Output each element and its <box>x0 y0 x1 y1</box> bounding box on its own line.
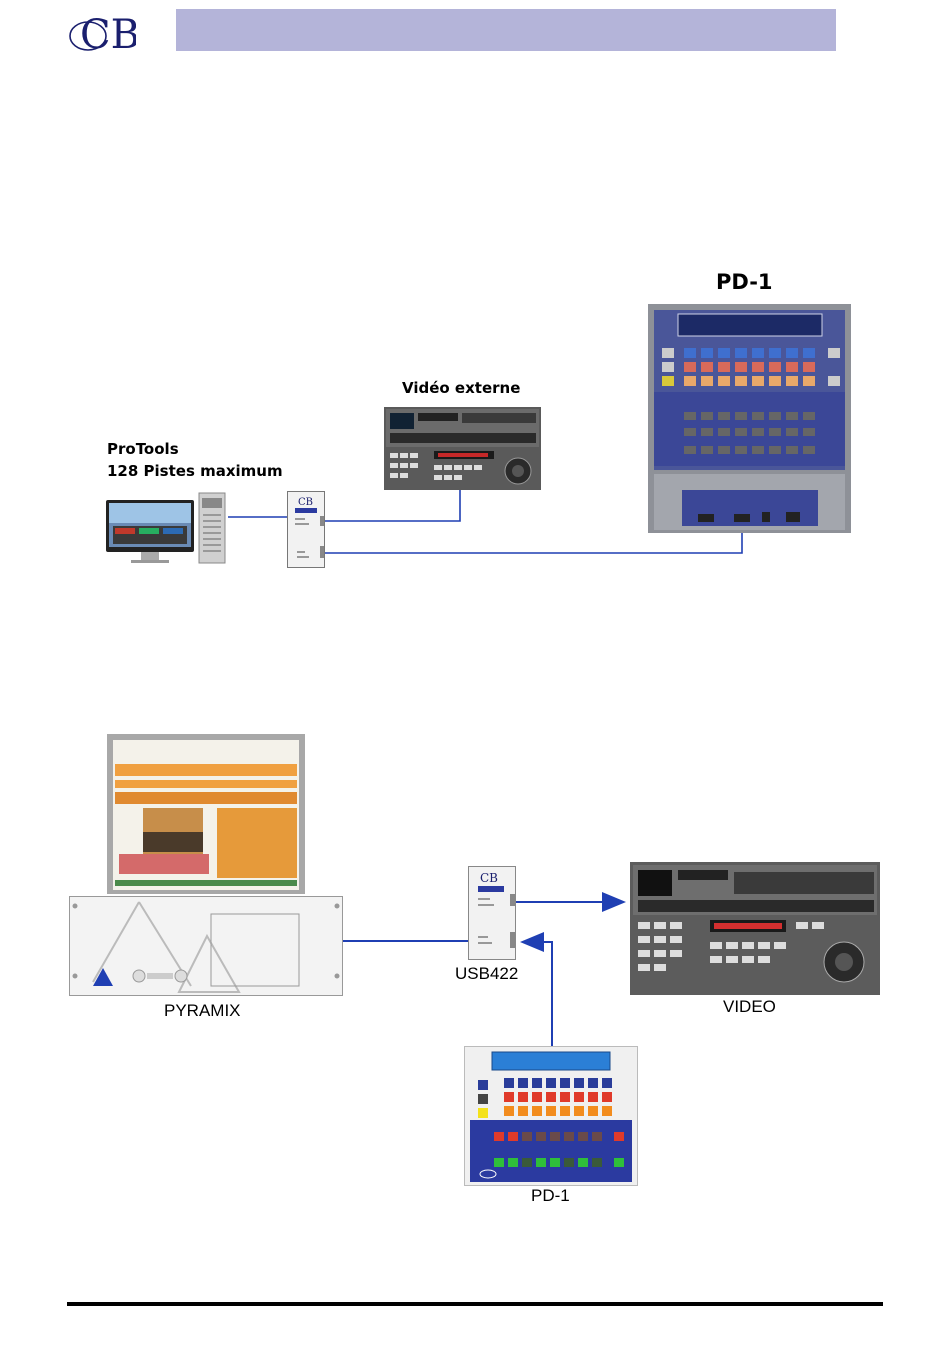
pd1-controller-top <box>648 304 851 533</box>
usb422-interface-top: CB <box>287 491 325 568</box>
pyramix-label: PYRAMIX <box>164 1001 241 1021</box>
protools-label: ProTools <box>107 440 179 458</box>
pyramix-rack-unit <box>69 896 343 996</box>
pyramix-monitor <box>107 734 305 894</box>
pd1-title: PD-1 <box>716 270 773 294</box>
pd1-label: PD-1 <box>531 1186 570 1206</box>
protools-computer <box>105 492 227 566</box>
video-external-label: Vidéo externe <box>402 379 520 397</box>
pd1-controller-bottom <box>464 1046 638 1186</box>
header-bar <box>176 9 836 51</box>
protools-tracks-label: 128 Pistes maximum <box>107 462 283 480</box>
svg-text:CB: CB <box>480 871 498 885</box>
svg-text:CB: CB <box>298 497 313 508</box>
svg-text:CB: CB <box>80 12 136 56</box>
video-recorder-top <box>384 407 541 490</box>
video-label: VIDEO <box>723 997 776 1017</box>
usb422-interface-bottom: CB <box>468 866 516 960</box>
usb422-label: USB422 <box>455 964 518 984</box>
video-recorder-bottom <box>630 862 880 995</box>
footer-rule <box>67 1302 883 1306</box>
cb-logo: CB <box>66 6 136 56</box>
